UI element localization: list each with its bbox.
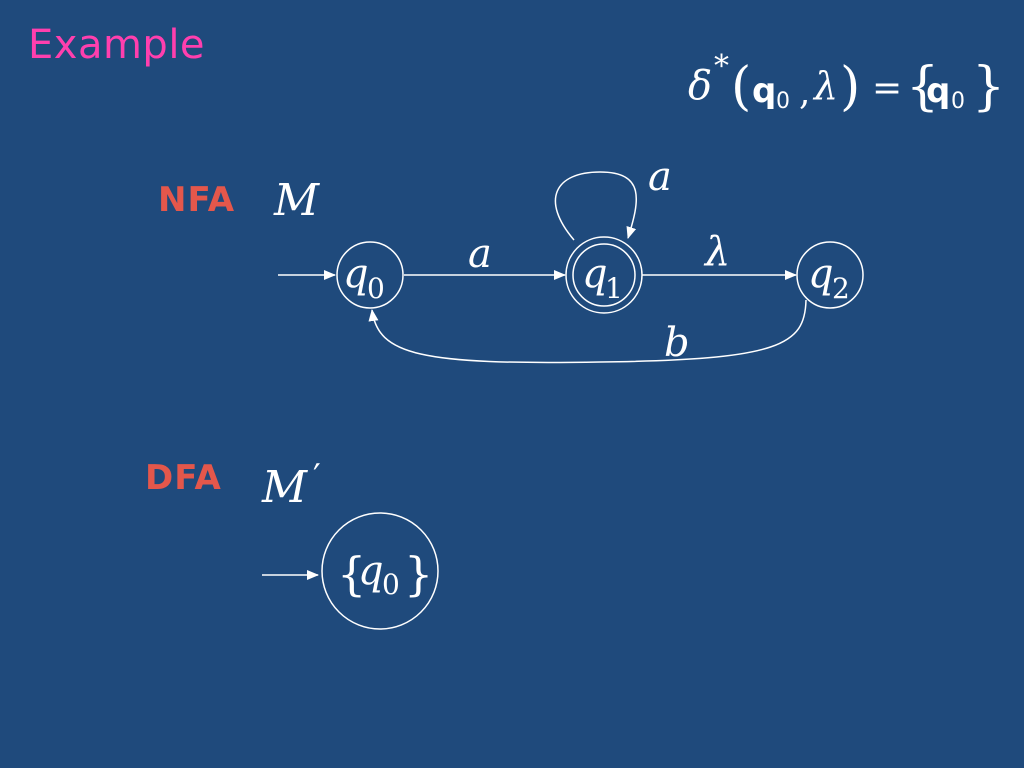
formula-equals: = [872,68,902,109]
nfa-state-q1-inner [572,243,636,307]
nfa-label-q1-q2: λ [703,229,730,275]
slide-title: Example [28,22,206,68]
nfa-state-q0 [336,241,404,309]
nfa-machine-name: M [273,175,320,226]
nfa-transition-labels: a a λ b [468,154,730,366]
formula-delta: δ [688,63,712,109]
dfa-state-sub: 0 [382,568,400,601]
formula-result-state-sub: 0 [951,89,965,114]
nfa-state-q2-name: q [808,251,834,297]
formula-open-paren: ( [731,57,751,117]
formula-open-brace: { [906,57,939,117]
nfa-transition-q1-self-loop [554,171,637,241]
dfa-machine-prime: ′ [313,457,321,497]
formula-lambda: λ [812,64,838,108]
dfa-diagram [262,512,439,630]
extended-transition-formula: δ * ( q 0 , λ ) = { q 0 } [688,49,1005,117]
formula-arg-state-sub: 0 [776,89,790,114]
dfa-state-close-brace: } [404,547,433,601]
formula-star: * [714,49,729,84]
dfa-state-open-brace: { [337,547,366,601]
nfa-state-labels: q 0 q 1 q 2 [343,251,850,305]
nfa-state-q2-sub: 2 [832,272,850,305]
formula-arg-state: q [752,71,776,111]
nfa-diagram [278,171,864,364]
nfa-state-q0-sub: 0 [367,272,385,305]
nfa-transition-q2-q0 [368,299,807,364]
formula-close-paren: ) [840,57,860,117]
nfa-type-label: NFA [158,180,236,220]
nfa-label-q1-self: a [648,154,672,200]
nfa-state-q0-name: q [343,251,369,297]
dfa-state-name: q [358,548,384,594]
dfa-machine-name: M [261,462,308,513]
nfa-state-q1-sub: 1 [605,272,623,305]
dfa-machine-label: M ′ [261,457,321,513]
nfa-label-q0-q1: a [468,231,492,277]
formula-close-brace: } [972,57,1005,117]
formula-result-state: q [926,71,950,111]
formula-comma: , [799,72,810,113]
nfa-state-q2 [796,241,864,309]
dfa-state-q0 [321,512,439,630]
dfa-state-label: { q 0 } [337,547,433,601]
nfa-label-q2-q0: b [664,320,690,366]
dfa-type-label: DFA [145,458,222,498]
nfa-state-q1-name: q [582,251,608,297]
